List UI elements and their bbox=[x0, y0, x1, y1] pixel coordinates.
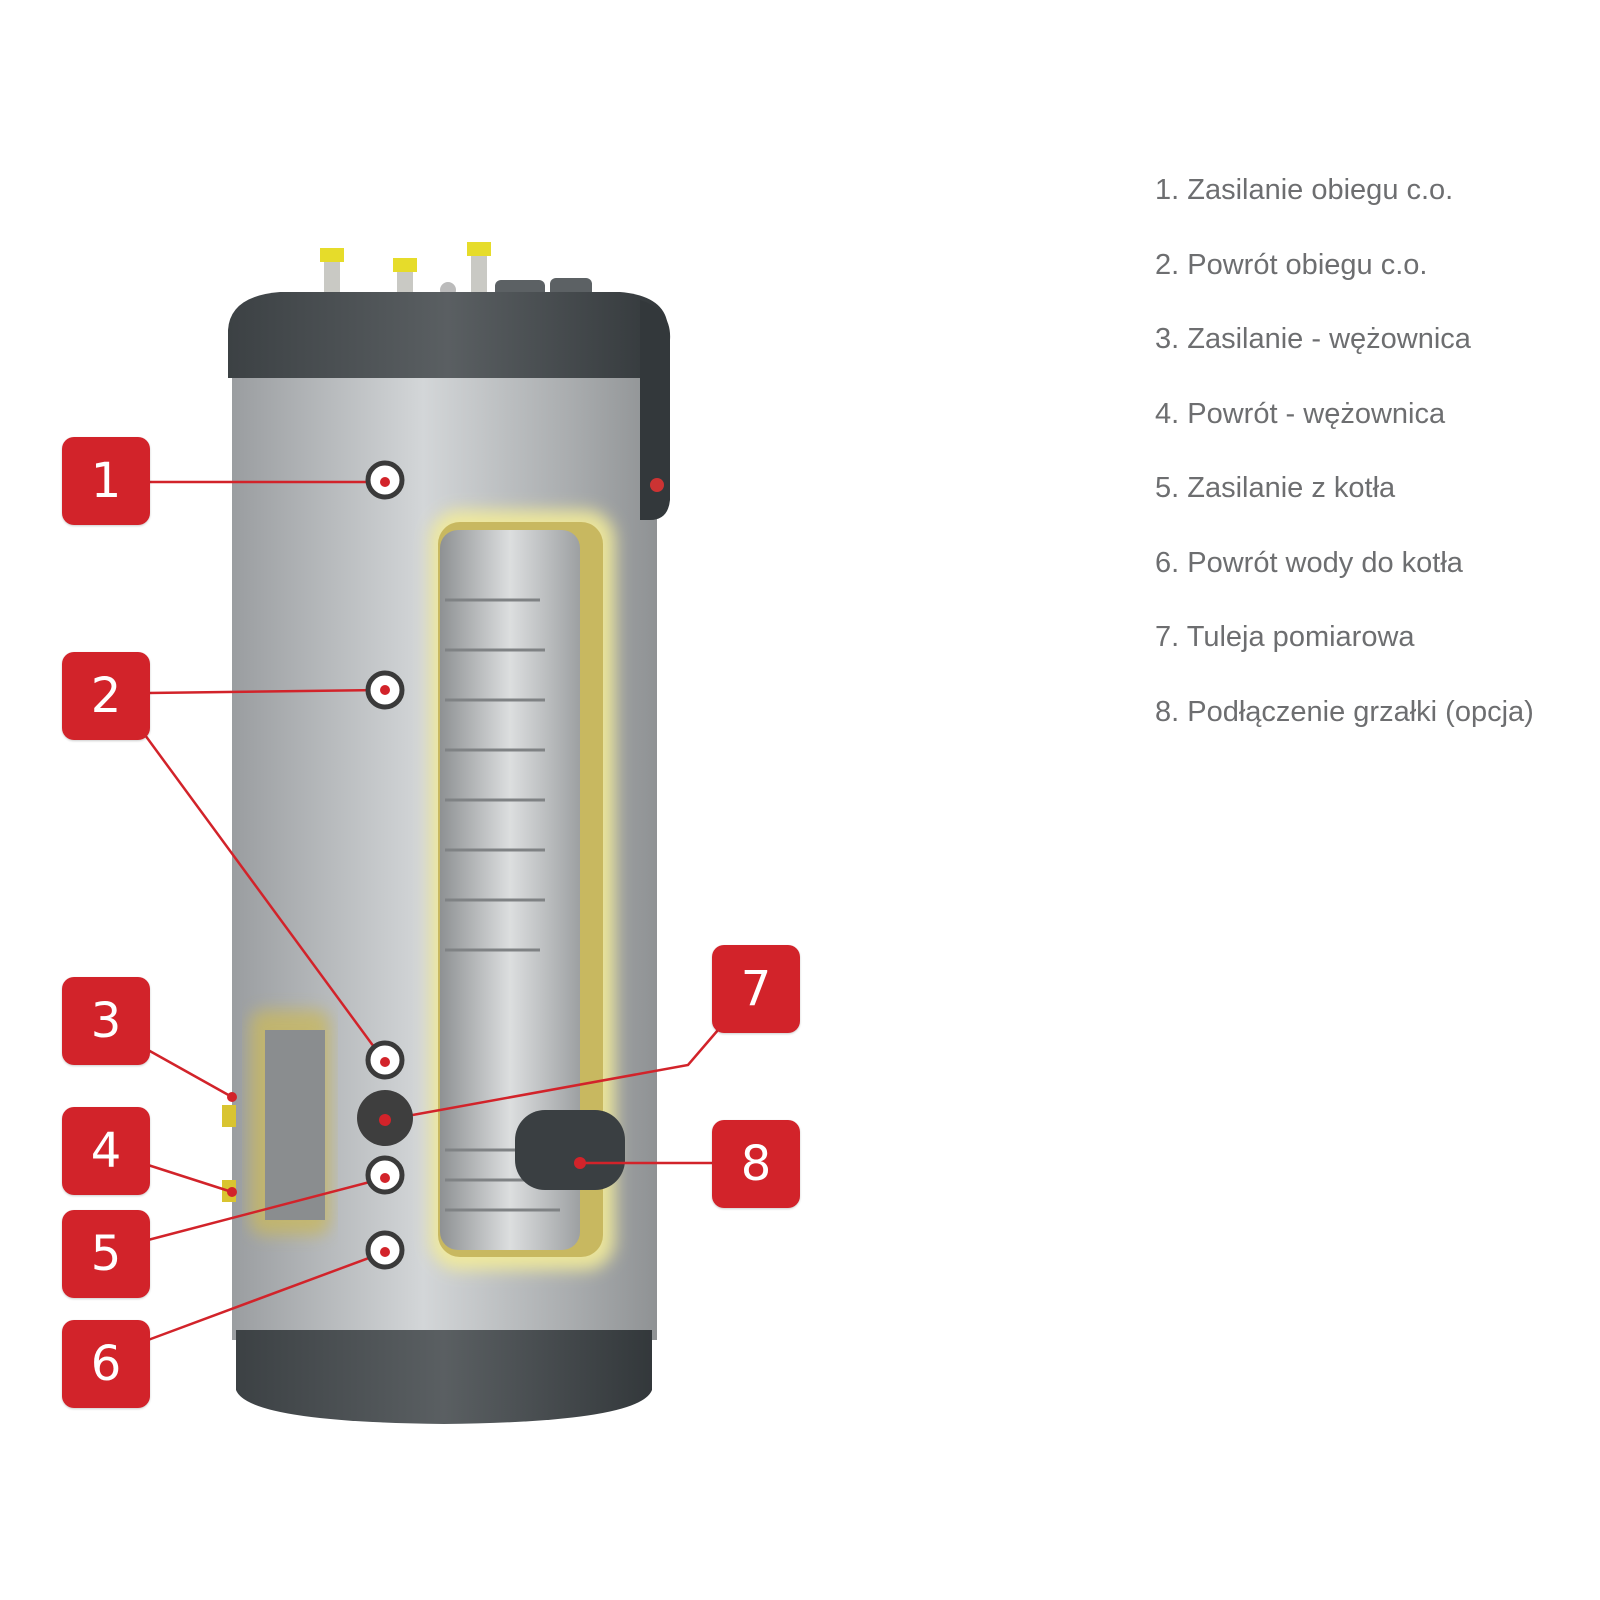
port-6 bbox=[365, 1230, 405, 1270]
callout-lines bbox=[143, 480, 719, 1342]
control-panel bbox=[640, 300, 671, 520]
legend-item-7: 7. Tuleja pomiarowa bbox=[1155, 621, 1415, 653]
legend-item-4: 4. Powrót - wężownica bbox=[1155, 397, 1446, 430]
callout-line-6 bbox=[147, 1250, 386, 1342]
heating-coil bbox=[445, 598, 560, 1212]
badge-4: 4 bbox=[62, 1107, 150, 1195]
badge-3: 3 bbox=[62, 977, 150, 1065]
inner-cylinder-cutaway bbox=[440, 530, 580, 1250]
legend-item-2: 2. Powrót obiegu c.o. bbox=[1155, 248, 1428, 281]
callout-line-4 bbox=[147, 1163, 233, 1194]
badge-7: 7 bbox=[712, 945, 800, 1033]
badge-6: 6 bbox=[62, 1320, 150, 1408]
port-2 bbox=[365, 670, 405, 710]
port-3 bbox=[227, 1092, 237, 1102]
callout-line-5 bbox=[147, 1176, 386, 1242]
port-2-lower bbox=[365, 1040, 405, 1080]
badge-8: 8 bbox=[712, 1120, 800, 1208]
badge-5: 5 bbox=[62, 1210, 150, 1298]
legend-item-1: 1. Zasilanie obiegu c.o. bbox=[1155, 174, 1454, 206]
badge-2: 2 bbox=[62, 652, 150, 740]
port-4 bbox=[227, 1187, 237, 1197]
indicator-light bbox=[650, 478, 664, 492]
tank-bottom-band bbox=[236, 1330, 652, 1424]
heater-flange bbox=[515, 1110, 625, 1190]
legend-item-8: 8. Podłączenie grzałki (opcja) bbox=[1155, 695, 1534, 728]
legend-list: 1. Zasilanie obiegu c.o. 2. Powrót obieg… bbox=[1155, 170, 1534, 766]
callout-line-2b bbox=[143, 734, 387, 1063]
ports bbox=[227, 460, 586, 1270]
port-7 bbox=[357, 1090, 413, 1146]
legend-item-6: 6. Powrót wody do kotła bbox=[1155, 546, 1463, 579]
badge-1: 1 bbox=[62, 437, 150, 525]
legend-item-5: 5. Zasilanie z kotła bbox=[1155, 472, 1396, 504]
port-8 bbox=[574, 1157, 586, 1169]
legend-item-3: 3. Zasilanie - wężownica bbox=[1155, 323, 1471, 355]
port-1 bbox=[365, 460, 405, 500]
callout-line-7 bbox=[384, 1029, 719, 1122]
port-5 bbox=[365, 1155, 405, 1195]
tank-top-cap bbox=[228, 292, 668, 378]
callout-line-2a bbox=[147, 688, 386, 695]
callout-line-3 bbox=[147, 1048, 233, 1099]
tank bbox=[222, 242, 671, 1424]
lower-cutaway bbox=[265, 1030, 325, 1220]
